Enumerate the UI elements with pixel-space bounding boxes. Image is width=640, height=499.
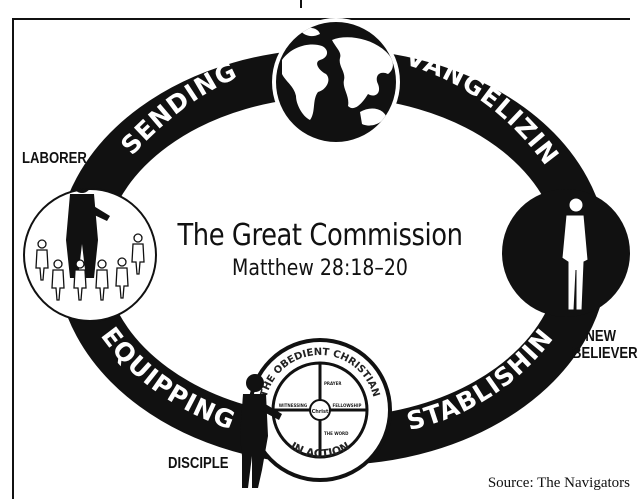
role-label-disciple: DISCIPLE — [168, 455, 229, 472]
badge-bottom-text: IN ACTION — [288, 440, 352, 461]
badge-right-text: FELLOWSHIP — [333, 403, 362, 408]
badge-lower-text: THE WORD — [324, 431, 349, 436]
new-believer-circle — [502, 189, 630, 317]
role-label-new-believer: NEW BELIEVER — [572, 328, 638, 362]
source-credit: Source: The Navigators — [487, 475, 630, 491]
new-believer-figure-icon — [561, 197, 589, 311]
obedient-christian-badge: THE OBEDIENT CHRISTIAN IN ACTION Christ … — [248, 338, 392, 482]
diagram-subtitle: Matthew 28:18–20 — [232, 256, 408, 281]
laborer-circle — [23, 188, 157, 322]
role-label-laborer: LABORER — [22, 150, 87, 167]
globe-icon — [272, 18, 400, 146]
frame-left-border — [12, 18, 14, 499]
badge-left-text: WITNESSING — [279, 403, 307, 408]
frame-top-tick — [300, 0, 302, 8]
diagram-title: The Great Commission — [177, 218, 463, 253]
followers-group-icon — [35, 233, 145, 301]
disciple-figure-icon — [240, 374, 282, 488]
laborer-figure-icon — [66, 189, 110, 278]
frame-top-border — [12, 18, 630, 20]
badge-center-text: Christ — [312, 409, 329, 415]
badge-upper-text: PRAYER — [324, 381, 341, 386]
